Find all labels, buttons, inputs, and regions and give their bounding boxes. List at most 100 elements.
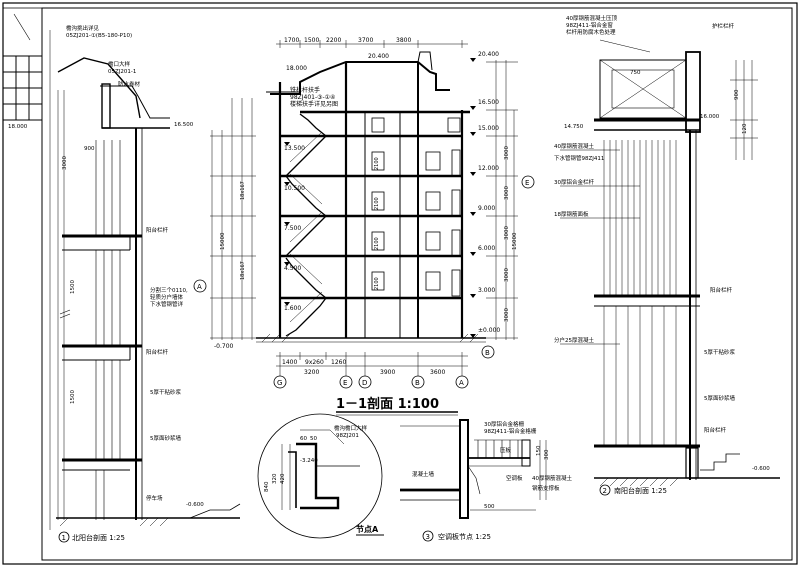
detail-dim: 750: [630, 70, 641, 76]
detail-dim: 60: [300, 436, 307, 442]
level-mark: 18.000: [8, 124, 28, 130]
axis-label: D: [362, 379, 367, 387]
axis-label: A: [197, 283, 202, 291]
level-right: ±0.000: [478, 327, 500, 334]
top-dim: 3700: [358, 37, 373, 44]
aircon-node-text: 30厚铝合金格栅 98ZJ411-铝合金格栅 混凝土墙 压板 空调板 40厚钢筋…: [412, 420, 572, 510]
detail-dim: 900: [734, 89, 740, 100]
detail-dim: 120: [742, 123, 748, 134]
level-mark: 16.500: [174, 122, 194, 128]
detail-note: 阳台栏杆: [704, 426, 727, 434]
top-dim: 2200: [326, 37, 341, 44]
level-mark: 16.000: [700, 114, 720, 120]
view-title: 南阳台剖面 1:25: [614, 486, 667, 495]
stair-annotation: 98ZJ401-③-①④: [290, 94, 335, 101]
bottom-dim: 3600: [430, 369, 445, 376]
total-height: 15000: [220, 232, 226, 250]
level-left: -0.700: [214, 343, 234, 350]
landing-level: 13.500: [284, 145, 305, 152]
detail-note: 栏杆用防腐木色处理: [566, 28, 616, 36]
view-number: 2: [603, 487, 607, 495]
detail-dim: 320: [272, 473, 278, 484]
detail-note: 钢筋支撑板: [532, 484, 560, 492]
detail-note: 空调板: [506, 474, 523, 482]
landing-level: 4.500: [284, 265, 301, 272]
level-right: 9.000: [478, 205, 495, 212]
node-a-detail: [257, 413, 383, 539]
room-height: 2100: [374, 197, 380, 210]
detail-note: 混凝土墙: [412, 470, 435, 478]
top-dim: 1500: [304, 37, 319, 44]
level-mark: -0.600: [752, 466, 770, 472]
view-number: 1: [62, 534, 66, 542]
bottom-dim: 3900: [380, 369, 395, 376]
riser-dim: 18x167: [240, 181, 246, 200]
detail-note: 5厚面砂浆墙: [150, 434, 181, 442]
axis-bubble: [273, 375, 287, 389]
detail-note: 5厚面砂浆墙: [704, 394, 735, 402]
detail-dim: 840: [264, 481, 270, 492]
stair-annotation: 铁栏杆扶手: [290, 86, 320, 94]
view-number-circle: [422, 530, 434, 542]
axis-label: B: [485, 349, 490, 357]
section-text: 1700 1500 2200 3700 3800 20.400 18.000 2…: [197, 37, 529, 387]
detail-dim: 500: [484, 504, 495, 510]
detail-note: 05ZJ201-①(B5-180-P10): [66, 33, 132, 39]
detail-note: 轻质分户墙体: [150, 293, 184, 301]
section-title: 1－1剖面 1:100: [336, 396, 439, 412]
detail-note: 30厚铝合金格栅: [484, 420, 524, 428]
story-dim: 3000: [504, 226, 510, 240]
axis-bubble-side: [193, 279, 207, 293]
story-dim: 3000: [504, 146, 510, 160]
story-dim: 3000: [504, 308, 510, 322]
level-right: 20.400: [478, 51, 499, 58]
total-height: 15000: [512, 232, 518, 250]
top-dim: 1700: [284, 37, 299, 44]
detail-note: 阳台栏杆: [146, 348, 169, 356]
bottom-dim: 1400: [282, 359, 297, 366]
detail-dim: 1500: [70, 280, 76, 294]
axis-label: A: [459, 379, 464, 387]
view-title: 空调板节点 1:25: [438, 532, 491, 541]
detail-dim: 3000: [62, 156, 68, 170]
detail-dim: 50: [310, 436, 317, 442]
bottom-dim: 9x260: [305, 359, 324, 366]
axis-bubble: [411, 375, 425, 389]
detail-note: 下水管钢管98ZJ411: [554, 154, 604, 162]
detail-note: 5厚干粘砂浆: [150, 388, 181, 396]
detail-note: 40厚钢筋混凝土: [532, 474, 572, 482]
detail-note: 檐沟挑出详见: [66, 24, 100, 32]
detail-note: 5厚干粘砂浆: [704, 348, 735, 356]
room-height: 2100: [374, 237, 380, 250]
detail-note: 防水卷材: [118, 80, 141, 88]
south-balcony-text: 40厚钢筋混凝土压顶 98ZJ411-铝合金窗 栏杆用防腐木色处理 护栏栏杆 4…: [554, 14, 770, 472]
story-dim: 3000: [504, 268, 510, 282]
detail-note: 98ZJ411-铝合金窗: [566, 21, 613, 29]
level-right: 15.000: [478, 125, 499, 132]
level-right: 16.500: [478, 99, 499, 106]
detail-note: 护栏栏杆: [712, 22, 735, 30]
axis-bubble: [339, 375, 353, 389]
node-a-text: 檐沟檐口大样 98ZJ201 -3.240 60 50 320 420 840: [264, 424, 368, 492]
detail-note: 98ZJ411-铝合金格栅: [484, 427, 537, 435]
room-height: 2100: [374, 277, 380, 290]
detail-dim: 420: [280, 473, 286, 484]
level-mark: 14.750: [564, 124, 584, 130]
axis-bubble: [358, 375, 372, 389]
detail-note: 98ZJ201: [336, 433, 359, 439]
node-a-title: 节点A: [356, 524, 379, 534]
axis-bubble: [455, 375, 469, 389]
room-height: 2100: [374, 157, 380, 170]
view-number-circle: [58, 531, 70, 543]
axis-bubble-side: [521, 175, 535, 189]
level-right: 12.000: [478, 165, 499, 172]
level-right: 6.000: [478, 245, 495, 252]
bottom-dim: 1260: [331, 359, 346, 366]
axis-label: E: [343, 379, 347, 387]
detail-note: 分割三个0110,: [150, 286, 188, 294]
level-ridge: 18.000: [286, 65, 307, 72]
landing-level: 10.500: [284, 185, 305, 192]
level-mark: -0.600: [186, 502, 204, 508]
